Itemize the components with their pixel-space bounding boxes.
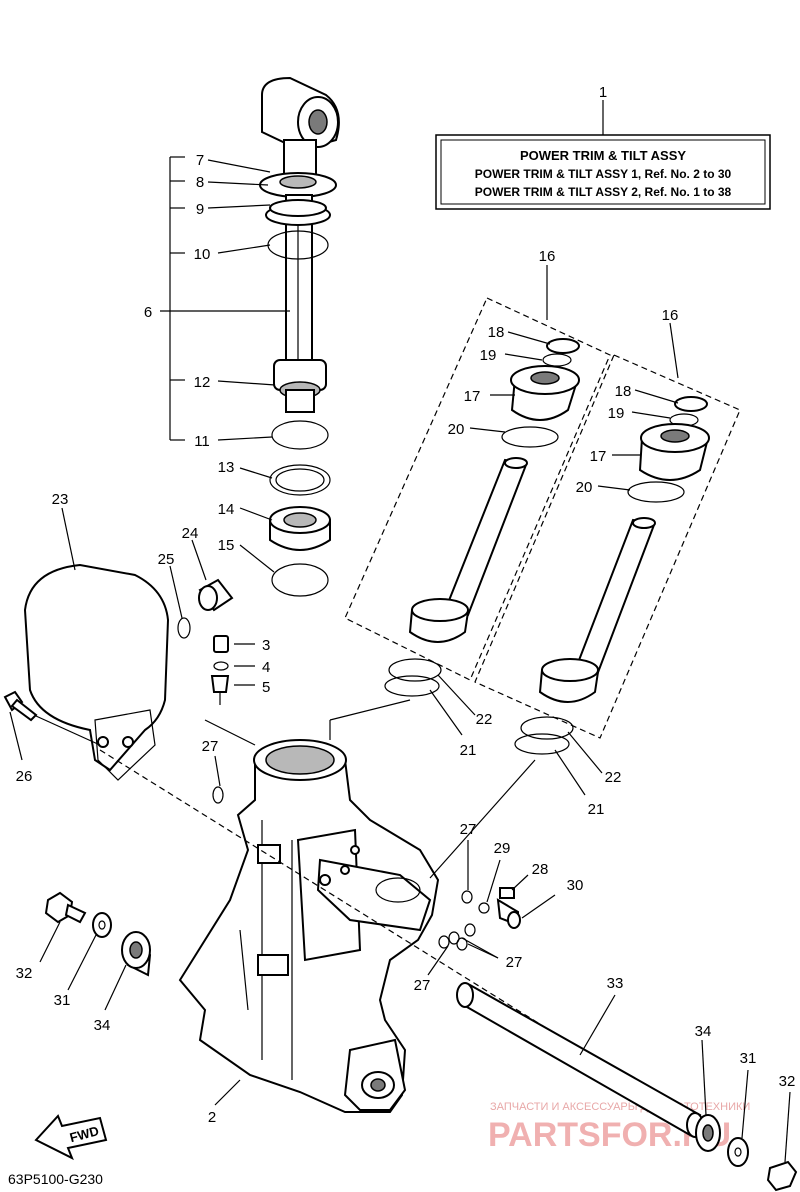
label-18-left: 18 (488, 324, 505, 341)
label-15: 15 (218, 537, 235, 554)
label-28: 28 (532, 861, 549, 878)
label-4: 4 (262, 659, 270, 676)
label-17-right: 17 (590, 448, 607, 465)
label-19-left: 19 (480, 347, 497, 364)
label-31-left: 31 (54, 992, 71, 1009)
fwd-label: FWD (68, 1123, 100, 1145)
label-16-right: 16 (662, 307, 679, 324)
right-hardware (695, 1039, 798, 1192)
label-18-right: 18 (615, 383, 632, 400)
label-8: 8 (196, 174, 204, 191)
label-19-right: 19 (608, 405, 625, 422)
label-32-right: 32 (779, 1073, 796, 1090)
label-21-right: 21 (588, 801, 605, 818)
motor-cover-23 (23, 507, 170, 781)
bracket-6 (160, 156, 290, 573)
label-27-c: 27 (506, 954, 523, 971)
trim-ram-16-left (344, 265, 611, 736)
label-13: 13 (218, 459, 235, 476)
label-23: 23 (52, 491, 69, 508)
trim-ram-16-right (474, 322, 741, 796)
diagram-code: 63P5100-G230 (8, 1171, 103, 1187)
label-11: 11 (194, 433, 210, 450)
label-16-left: 16 (539, 248, 556, 265)
label-10: 10 (194, 246, 211, 263)
label-25: 25 (158, 551, 175, 568)
label-21-left: 21 (460, 742, 477, 759)
label-27-d: 27 (414, 977, 431, 994)
label-27-a: 27 (202, 738, 219, 755)
label-17-left: 17 (464, 388, 481, 405)
o-ring-13 (269, 464, 331, 496)
label-27-b: 27 (460, 821, 477, 838)
label-24: 24 (182, 525, 199, 542)
screw-26 (3, 690, 101, 761)
label-34-right: 34 (695, 1023, 712, 1040)
tilt-rod-assembly (259, 76, 340, 413)
label-30: 30 (567, 877, 584, 894)
cylinder-body-2 (178, 699, 536, 1113)
label-5: 5 (262, 679, 270, 696)
label-2: 2 (208, 1109, 216, 1126)
info-box: POWER TRIM & TILT ASSY POWER TRIM & TILT… (435, 100, 771, 210)
label-31-right: 31 (740, 1050, 757, 1067)
label-20-left: 20 (448, 421, 465, 438)
label-9: 9 (196, 201, 204, 218)
shaft-33 (456, 982, 704, 1138)
piston-14 (269, 506, 331, 551)
info-box-line2: POWER TRIM & TILT ASSY 2, Ref. No. 1 to … (475, 185, 732, 199)
label-6: 6 (144, 304, 152, 321)
label-26: 26 (16, 768, 33, 785)
label-1: 1 (599, 84, 607, 101)
label-33: 33 (607, 975, 624, 992)
info-box-line1: POWER TRIM & TILT ASSY 1, Ref. No. 2 to … (475, 167, 732, 181)
fwd-arrow-icon: FWD (34, 1114, 108, 1161)
label-22-right: 22 (605, 769, 622, 786)
label-34-left: 34 (94, 1017, 111, 1034)
left-hardware (39, 891, 152, 1011)
info-box-title: POWER TRIM & TILT ASSY (520, 148, 686, 163)
label-7: 7 (196, 152, 204, 169)
o-ring-11 (271, 420, 329, 450)
label-12: 12 (194, 374, 211, 391)
fittings (212, 755, 556, 976)
watermark-subtitle: ЗАПЧАСТИ И АКСЕССУАРЫ ДЛЯ МОТОТЕХНИКИ (490, 1101, 750, 1113)
o-ring-15 (271, 563, 329, 597)
label-32-left: 32 (16, 965, 33, 982)
part-labels: 1 2 3 4 5 6 7 8 9 10 11 12 13 14 15 16 1… (16, 84, 796, 1126)
label-14: 14 (218, 501, 235, 518)
label-3: 3 (262, 637, 270, 654)
small-parts (169, 539, 255, 705)
label-29: 29 (494, 840, 511, 857)
label-20-right: 20 (576, 479, 593, 496)
label-22-left: 22 (476, 711, 493, 728)
